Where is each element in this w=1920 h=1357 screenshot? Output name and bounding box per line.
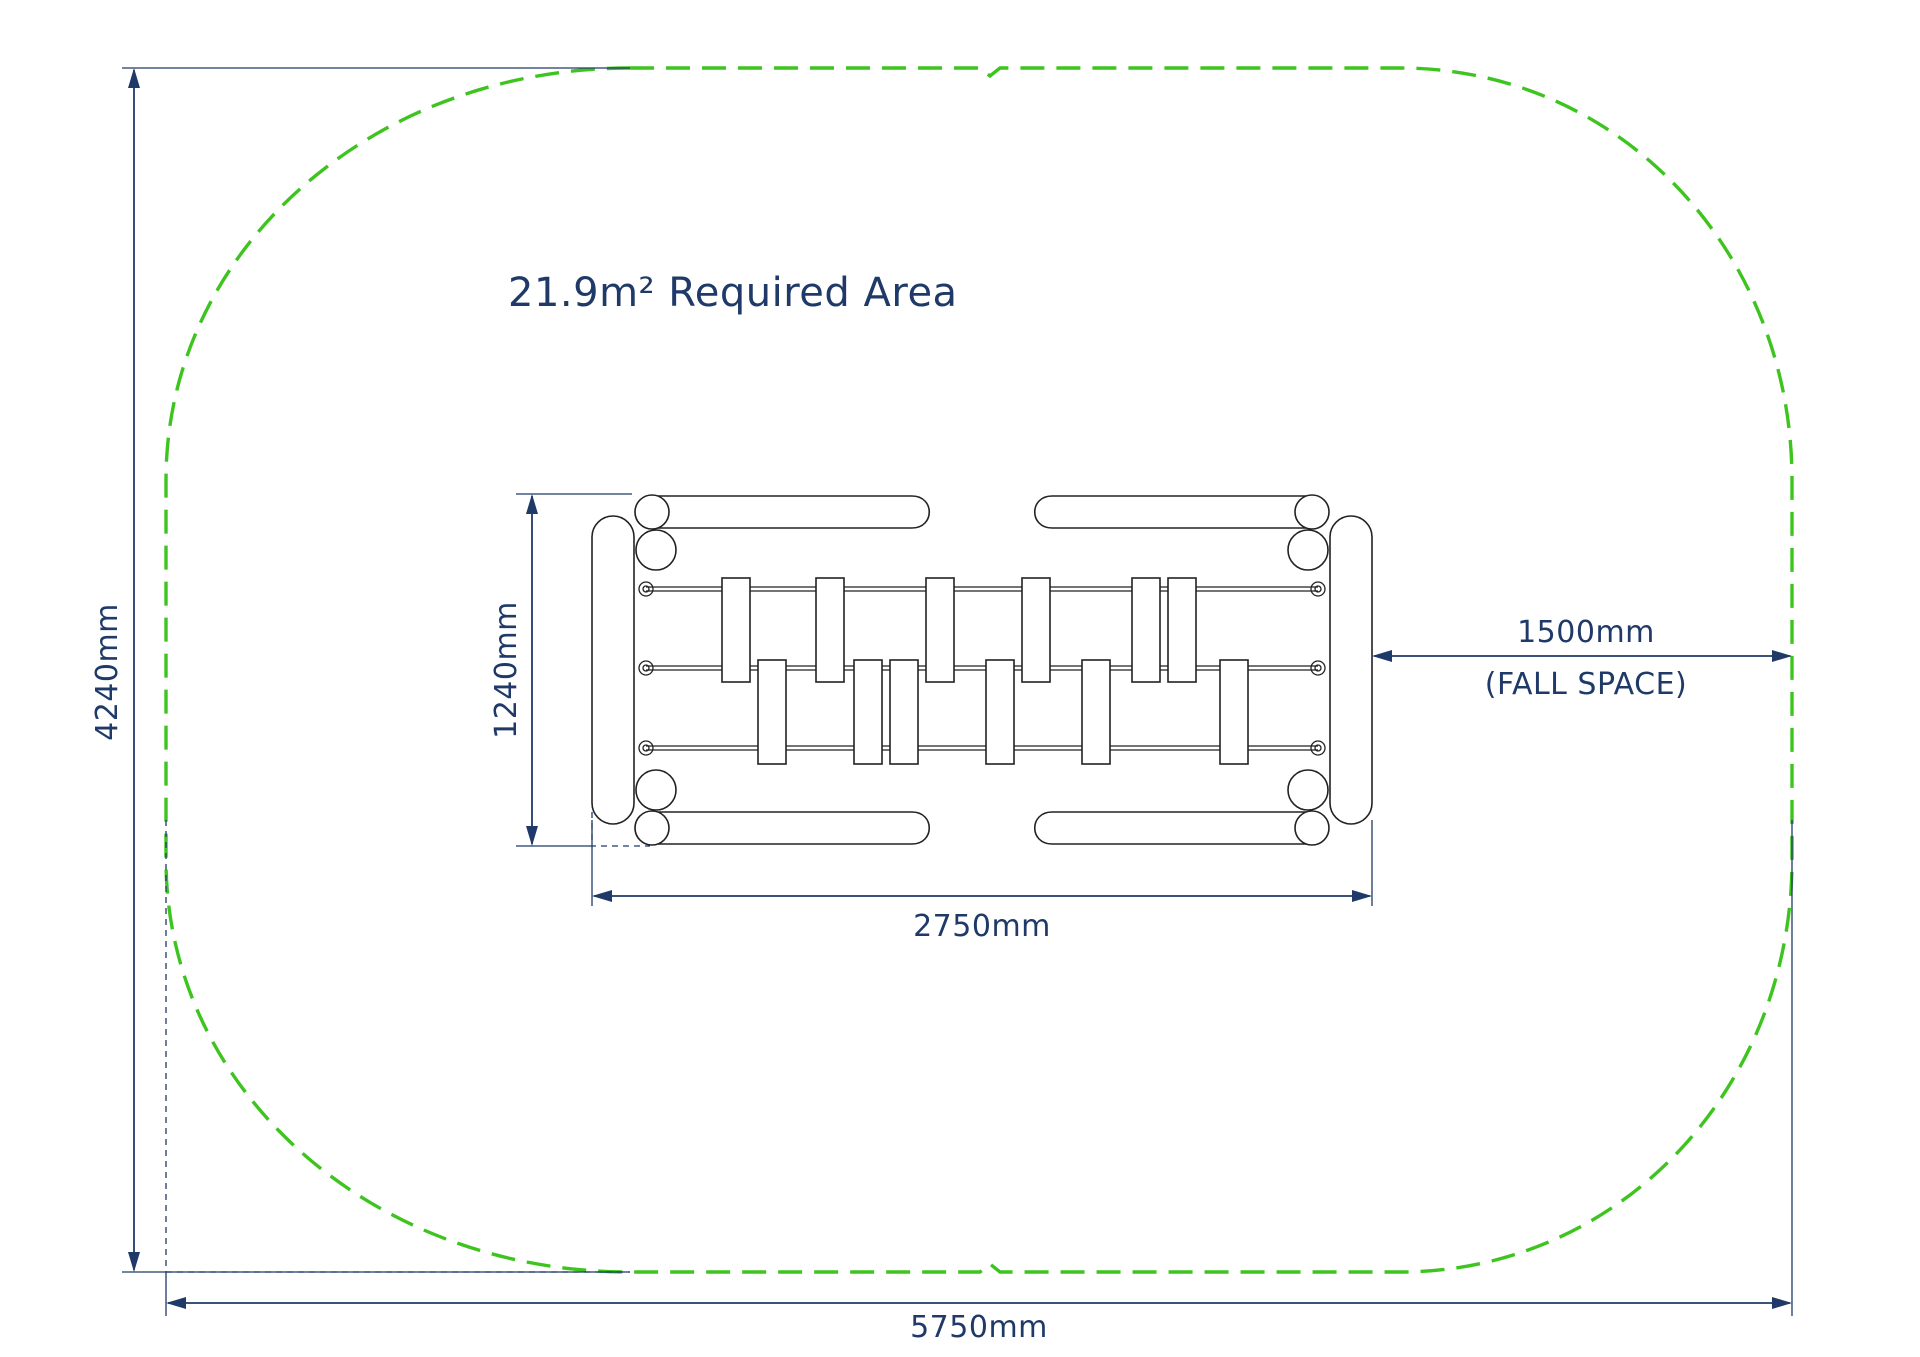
top-left-log: [651, 495, 930, 529]
equipment-plan: [591, 494, 1373, 846]
equipment-length-dimension: 2750mm: [591, 820, 1373, 944]
rope-top: [638, 581, 1326, 597]
safety-zone-outline: [164, 66, 1794, 1274]
lower-planks: [757, 659, 1249, 765]
overall-height-dimension: 4240mm: [90, 67, 630, 1273]
right-end-log: [1329, 515, 1373, 825]
upper-planks: [721, 577, 1197, 683]
top-right-log: [1034, 495, 1313, 529]
fall-space-label: 1500mm: [1517, 615, 1655, 650]
overall-width-dimension: 5750mm: [165, 820, 1793, 1345]
overall-width-label: 5750mm: [910, 1310, 1048, 1345]
left-end-log: [591, 515, 635, 825]
required-area-label: 21.9m² Required Area: [508, 270, 958, 316]
fall-space-dimension: 1500mm (FALL SPACE): [1372, 615, 1792, 702]
bottom-right-log: [1034, 811, 1313, 845]
equipment-length-label: 2750mm: [913, 909, 1051, 944]
overall-height-label: 4240mm: [90, 603, 125, 741]
bottom-left-log: [651, 811, 930, 845]
equipment-width-label: 1240mm: [489, 601, 524, 739]
equipment-width-dimension: 1240mm: [489, 493, 650, 847]
fall-space-note: (FALL SPACE): [1485, 667, 1688, 702]
